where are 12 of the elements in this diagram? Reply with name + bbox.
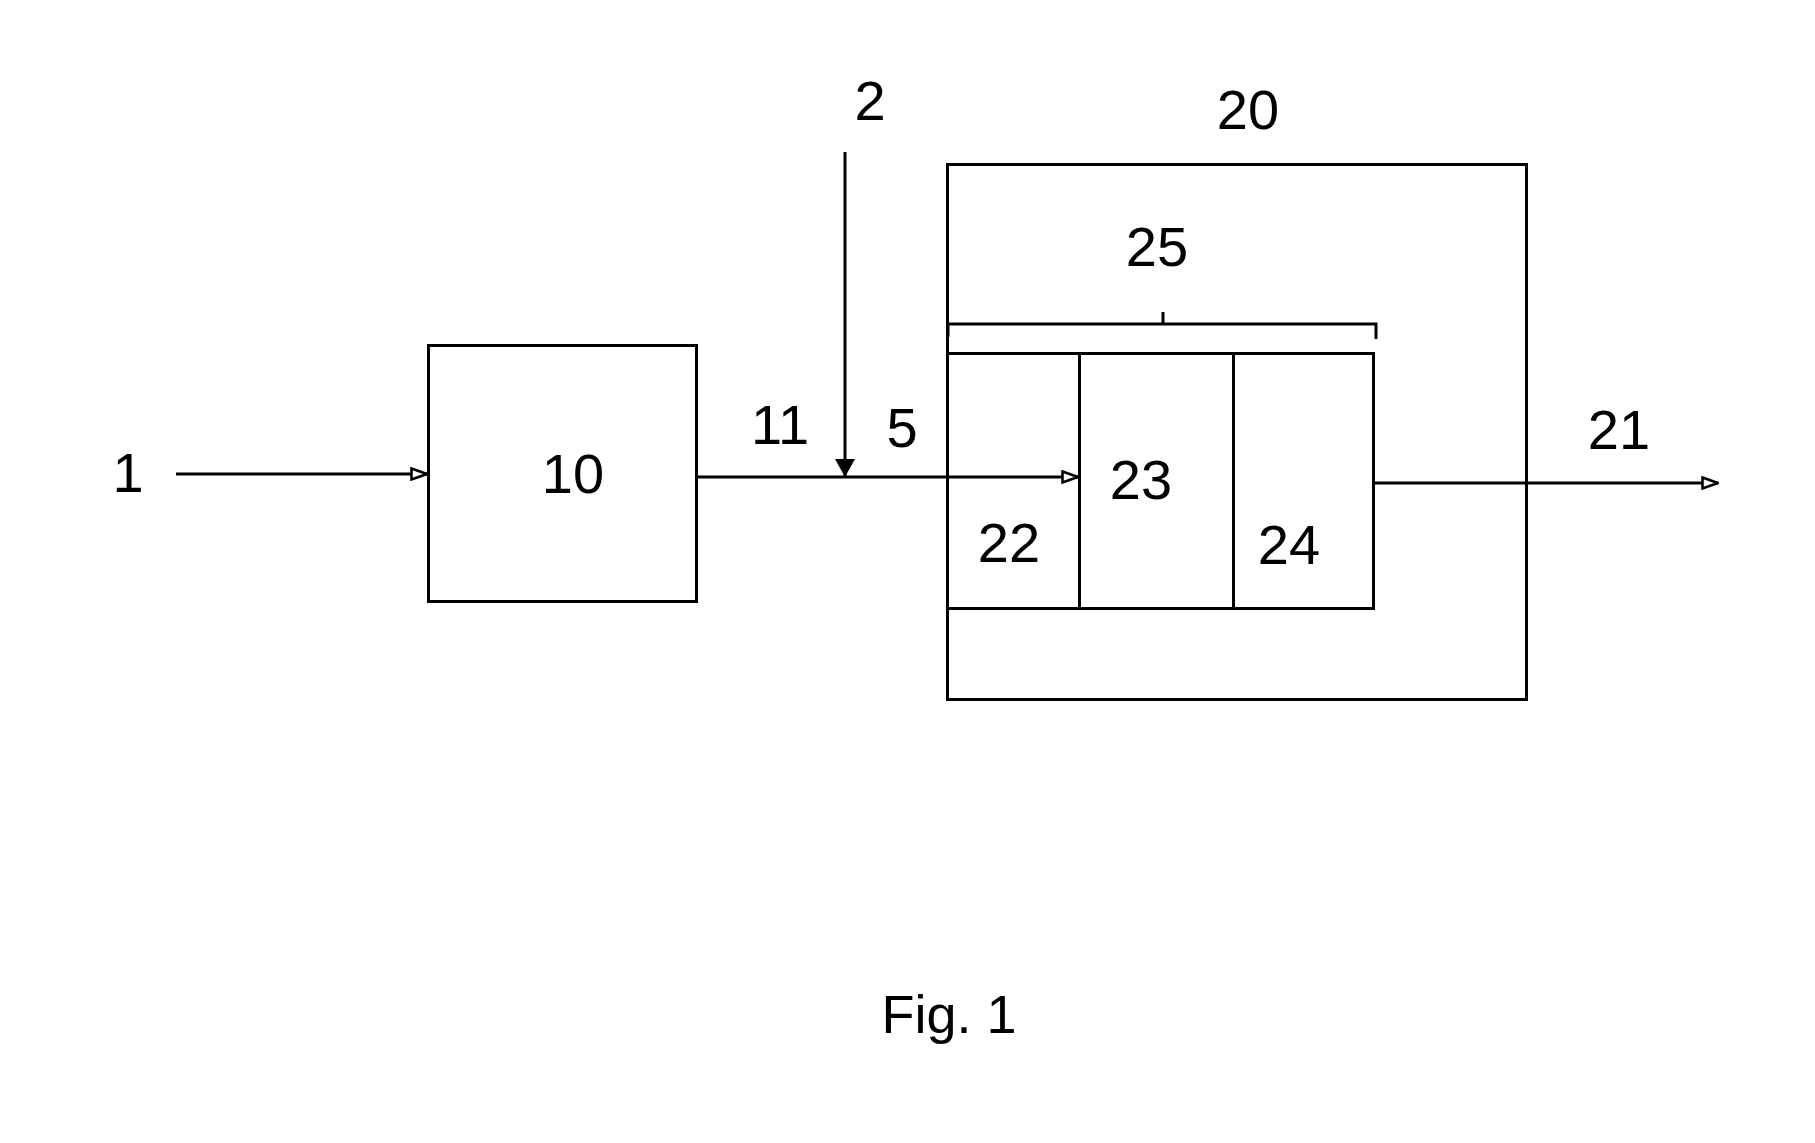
edge-label: 21 — [1587, 402, 1651, 458]
reference-numeral: 25 — [1125, 219, 1189, 275]
reference-numeral: 5 — [886, 400, 918, 456]
reference-numeral: 20 — [1216, 82, 1280, 138]
reference-numeral: 23 — [1109, 452, 1173, 508]
flow-line — [698, 475, 845, 479]
reference-numeral: 24 — [1257, 517, 1321, 573]
arrow — [1372, 476, 1720, 490]
reference-numeral: 10 — [541, 446, 605, 502]
process-block — [427, 344, 698, 603]
edge-label: 11 — [750, 397, 810, 453]
reference-numeral: 22 — [977, 515, 1041, 571]
